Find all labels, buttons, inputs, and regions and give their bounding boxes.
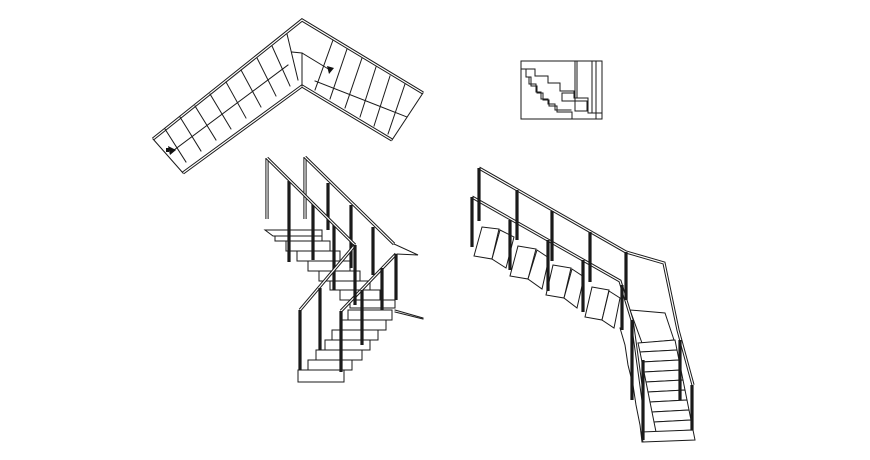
winder-handrails xyxy=(470,166,695,440)
plan-treads-right xyxy=(314,39,406,135)
winder-stringer xyxy=(619,327,643,443)
direction-arrow-icon xyxy=(327,66,334,74)
isometric-winder xyxy=(470,166,696,443)
plan-treads-left xyxy=(164,33,299,163)
direction-arrow-icon xyxy=(168,146,176,155)
winder-upper-treads xyxy=(473,226,621,329)
lower-flight-steps xyxy=(297,309,393,383)
upper-flight-steps xyxy=(263,229,396,309)
plan-view xyxy=(152,18,424,175)
winder-lower-steps xyxy=(637,339,696,443)
section-detail xyxy=(520,60,603,120)
lower-handrail xyxy=(298,243,398,372)
upper-handrail xyxy=(265,155,419,290)
isometric-switchback xyxy=(263,155,424,383)
